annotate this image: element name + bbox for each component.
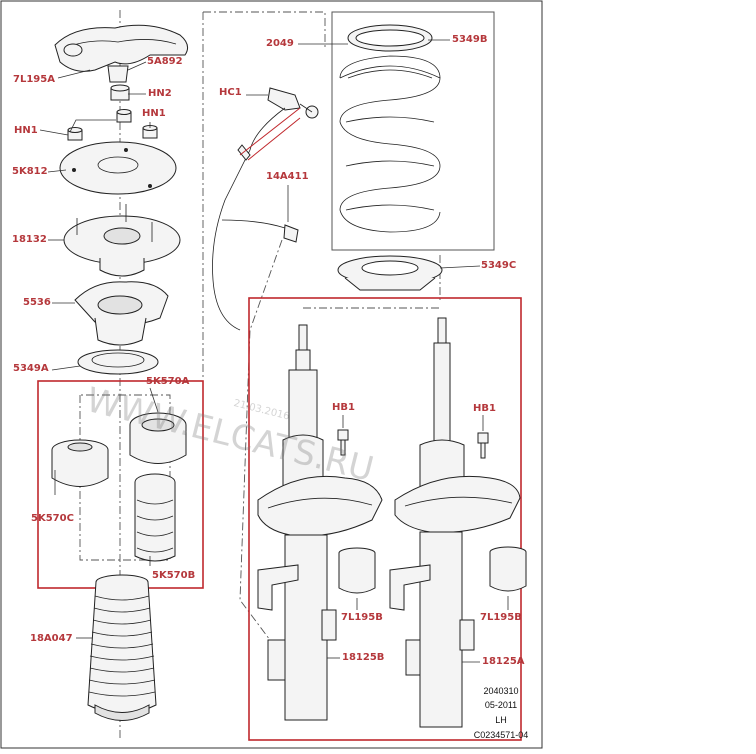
label-5A892: 5A892 (147, 56, 183, 67)
top-mount-18132 (63, 204, 181, 277)
dust-boot-18a047 (87, 574, 157, 721)
bolt-hb1-right (477, 432, 489, 459)
spring-box (331, 11, 495, 251)
label-7L195B-right: 7L195B (480, 612, 522, 623)
bump-stop-7l195b-right (489, 546, 527, 592)
nut-hn2 (110, 84, 130, 101)
bump-stop-5k570c (51, 439, 109, 487)
top-connector-line (203, 11, 326, 50)
bump-stop-5k570a (129, 412, 187, 464)
label-18A047: 18A047 (30, 633, 73, 644)
bump-stop-7l195b-left (338, 547, 376, 594)
strut-18125a (389, 317, 521, 728)
seat-5349a (77, 349, 159, 375)
top-mount-cover (54, 24, 189, 72)
label-7L195A: 7L195A (13, 74, 55, 85)
sensor-route-line (239, 239, 283, 641)
label-5349B: 5349B (452, 34, 488, 45)
label-HN1-right: HN1 (142, 108, 166, 119)
label-HB1-right: HB1 (473, 403, 496, 414)
bolt-hb1-left (337, 429, 349, 456)
label-18132: 18132 (12, 234, 47, 245)
label-5349A: 5349A (13, 363, 49, 374)
leader-lines (39, 39, 509, 663)
bracket-5536 (74, 281, 169, 346)
nut-hn1-center (116, 109, 132, 123)
note-side: LH (495, 715, 507, 725)
struts-highlight-box (248, 297, 522, 741)
nut-hn1-left (67, 127, 83, 141)
coil-spring-2049 (339, 24, 441, 233)
label-2049: 2049 (266, 38, 294, 49)
label-HN2: HN2 (148, 88, 172, 99)
note-date: 05-2011 (484, 700, 518, 710)
label-5536: 5536 (23, 297, 51, 308)
note-ref: C0234571-04 (473, 730, 529, 740)
label-18125A: 18125A (482, 656, 525, 667)
label-5K570B: 5K570B (152, 570, 196, 581)
strut-18125b (257, 324, 383, 721)
spring-seat-5349c (337, 255, 443, 291)
sensor-cable-14a411 (212, 87, 319, 331)
diagram-frame (0, 0, 543, 749)
label-5K570A: 5K570A (146, 376, 190, 387)
label-18125B: 18125B (342, 652, 385, 663)
bump-stop-group-line (79, 394, 171, 561)
label-5K570C: 5K570C (31, 513, 74, 524)
label-7L195B-left: 7L195B (341, 612, 383, 623)
label-14A411: 14A411 (266, 171, 309, 182)
label-5K812: 5K812 (12, 166, 48, 177)
label-5349C: 5349C (481, 260, 517, 271)
label-HC1: HC1 (219, 87, 242, 98)
note-code: 2040310 (483, 686, 519, 696)
grommet-5a892 (107, 65, 129, 83)
bump-stop-5k570b (134, 473, 176, 562)
label-HN1-left: HN1 (14, 125, 38, 136)
plate-5k812 (59, 141, 177, 195)
label-HB1-left: HB1 (332, 402, 355, 413)
